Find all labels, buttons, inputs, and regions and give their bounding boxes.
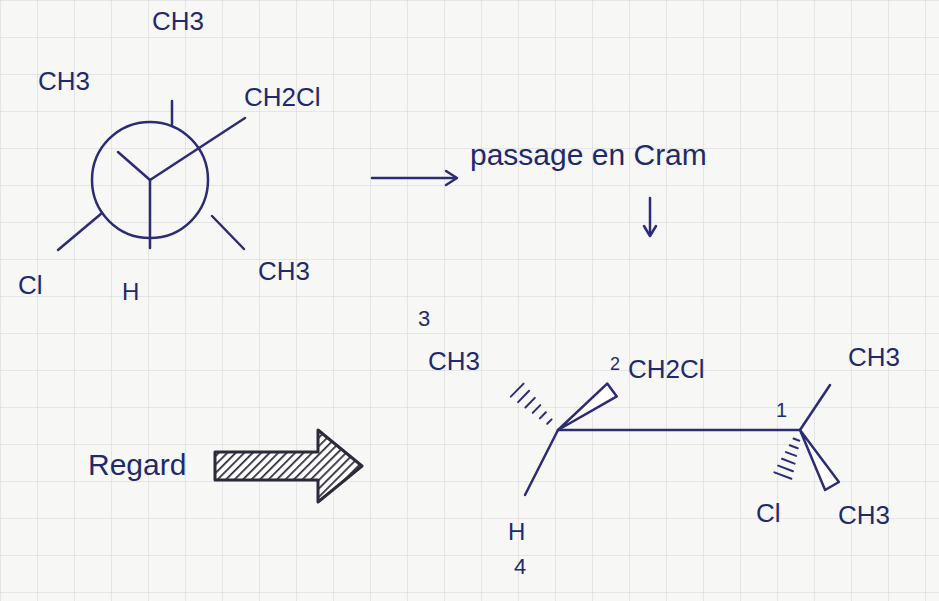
back-bond <box>58 213 102 250</box>
substituent-label: Cl <box>18 272 43 298</box>
wedge-bond <box>800 430 839 490</box>
back-bond <box>171 101 174 124</box>
annotation: Regard <box>88 450 186 480</box>
substituent-label: CH2Cl <box>244 84 321 110</box>
arrow-head <box>644 226 656 236</box>
front-bond <box>149 180 152 248</box>
substituent-label: CH3 <box>258 258 310 284</box>
priority-number: 2 <box>610 355 620 373</box>
substituent-label: CH3 <box>428 348 480 374</box>
substituent-label: CH3 <box>38 68 90 94</box>
hashed-bond <box>511 384 552 424</box>
back-bond <box>212 216 244 249</box>
annotation: passage en Cram <box>470 140 707 170</box>
front-bond <box>150 118 245 180</box>
substituent-label: CH3 <box>838 502 890 528</box>
plain-bond <box>525 430 558 495</box>
priority-number: 4 <box>514 556 526 578</box>
substituent-label: CH2Cl <box>628 356 705 382</box>
arrow-head <box>446 171 457 185</box>
front-bond <box>118 152 150 180</box>
substituent-label: H <box>508 520 525 544</box>
arrow-line <box>372 177 455 180</box>
substituent-label: CH3 <box>152 8 204 34</box>
hashed-bond <box>774 439 799 479</box>
substituent-label: H <box>122 280 139 304</box>
view-arrow <box>215 430 362 502</box>
arrow-line <box>649 198 652 234</box>
plain-bond <box>800 385 830 430</box>
substituent-label: CH3 <box>848 344 900 370</box>
substituent-label: Cl <box>756 500 781 526</box>
priority-number: 3 <box>418 308 430 330</box>
wedge-bond <box>558 384 617 430</box>
c-c-bond <box>558 429 800 432</box>
priority-number: 1 <box>776 400 787 420</box>
